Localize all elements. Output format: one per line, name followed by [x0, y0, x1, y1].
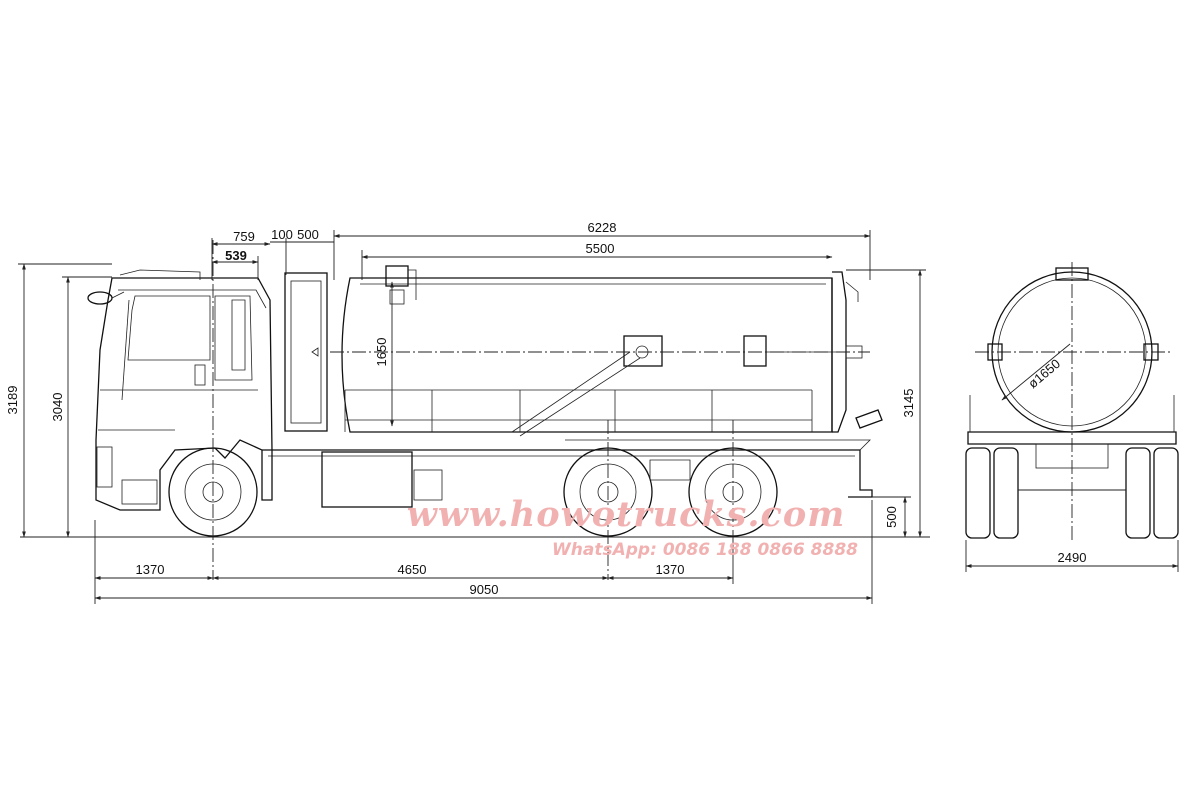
rear-tyre-right-outer [1153, 447, 1179, 539]
side-mirror [87, 291, 125, 305]
dim-label-1650: 1650 [374, 338, 389, 367]
dim-label-1370-front: 1370 [136, 562, 165, 577]
battery-box [413, 469, 443, 501]
dim-tank-inner-length: 5500 [361, 241, 833, 280]
dim-label-539: 539 [225, 248, 247, 263]
rear-view: ø1650 2490 [965, 262, 1179, 572]
chassis-frame [262, 439, 873, 498]
dim-tank-1650: 1650 [374, 281, 394, 427]
dim-overall-width: 2490 [965, 550, 1179, 568]
watermark-contact: WhatsApp: 0086 188 0866 8888 [552, 540, 858, 560]
watermark: www.howotrucks.com WhatsApp: 0086 188 08… [407, 494, 858, 560]
rear-tyre-left-outer [965, 447, 991, 539]
dim-height-3040: 3040 [50, 276, 112, 538]
dim-cab-759: 759 [211, 229, 271, 280]
dim-label-100: 100 [271, 227, 293, 242]
tank-handrail [344, 389, 813, 432]
dim-wheelbase: 4650 [212, 562, 609, 580]
side-view: 6228 5500 759 539 100 500 3189 [5, 220, 930, 604]
dim-label-2490: 2490 [1058, 550, 1087, 565]
dim-label-5500: 5500 [586, 241, 615, 256]
fuel-tank [321, 451, 413, 508]
dim-gap-100-500: 100 500 [270, 227, 334, 275]
dim-rear-500: 500 [872, 496, 911, 538]
truck-cab [95, 269, 273, 511]
dim-label-9050: 9050 [470, 582, 499, 597]
watermark-site: www.howotrucks.com [407, 494, 846, 535]
dim-label-3145: 3145 [901, 389, 916, 418]
dim-rear-axle: 1370 [607, 540, 734, 584]
dim-label-3189: 3189 [5, 386, 20, 415]
dim-label-6228: 6228 [588, 220, 617, 235]
rear-tyre-left-inner [993, 447, 1019, 539]
equipment-cabinet [284, 272, 328, 432]
dim-label-4650: 4650 [398, 562, 427, 577]
dim-label-diameter: ø1650 [1025, 356, 1063, 391]
dim-height-3145: 3145 [846, 269, 926, 538]
dim-label-500-top: 500 [297, 227, 319, 242]
dim-label-3040: 3040 [50, 393, 65, 422]
dim-height-3189: 3189 [5, 263, 112, 538]
dim-front-overhang: 1370 [94, 562, 214, 580]
bogie-suspension [649, 459, 691, 481]
rear-tyre-right-inner [1125, 447, 1151, 539]
dim-label-759: 759 [233, 229, 255, 244]
rear-subframe [967, 431, 1177, 445]
dim-tank-length: 6228 [333, 220, 871, 280]
vacuum-tank [341, 265, 883, 437]
dim-overall-length: 9050 [94, 582, 873, 600]
dim-label-500-rear: 500 [884, 506, 899, 528]
dim-cab-539: 539 [211, 248, 259, 280]
dim-label-1370-rear: 1370 [656, 562, 685, 577]
